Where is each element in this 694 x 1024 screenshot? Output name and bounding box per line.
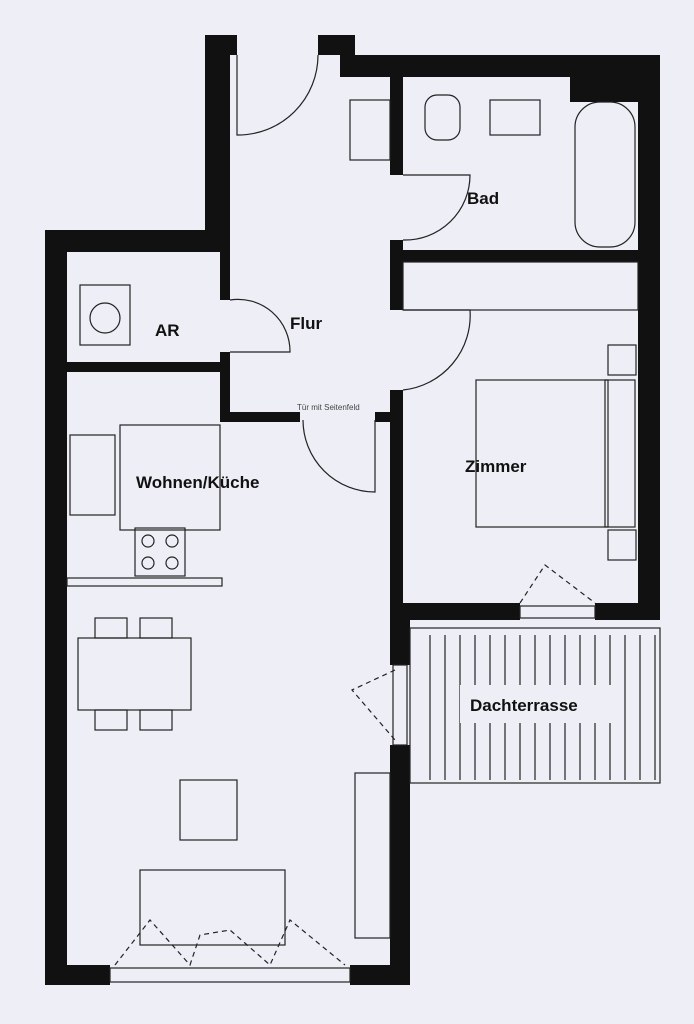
terrace [409, 627, 661, 784]
toilet [424, 94, 461, 141]
tv-unit [354, 772, 391, 939]
shaft [349, 99, 391, 161]
bathtub [574, 101, 636, 248]
doors [114, 54, 596, 967]
room-label-ar: AR [155, 321, 180, 340]
bed [475, 379, 609, 528]
room-label-wohnen-kueche: Wohnen/Küche [136, 473, 259, 492]
sofa [139, 869, 286, 946]
dining-table [77, 637, 192, 711]
door-note: Tür mit Seitenfeld [297, 403, 360, 412]
fixtures [66, 94, 639, 946]
coffee-table [179, 779, 238, 841]
stove [134, 527, 186, 577]
boiler [79, 284, 131, 346]
room-label-flur: Flur [290, 314, 322, 333]
wardrobe [402, 261, 639, 311]
kitchen-counter [119, 424, 221, 531]
room-label-zimmer: Zimmer [465, 457, 527, 476]
washbasin [489, 99, 541, 136]
room-label-bad: Bad [467, 189, 499, 208]
sink [69, 434, 116, 516]
walls [45, 35, 660, 985]
room-label-dachterrasse: Dachterrasse [470, 696, 578, 715]
windows [109, 605, 596, 983]
